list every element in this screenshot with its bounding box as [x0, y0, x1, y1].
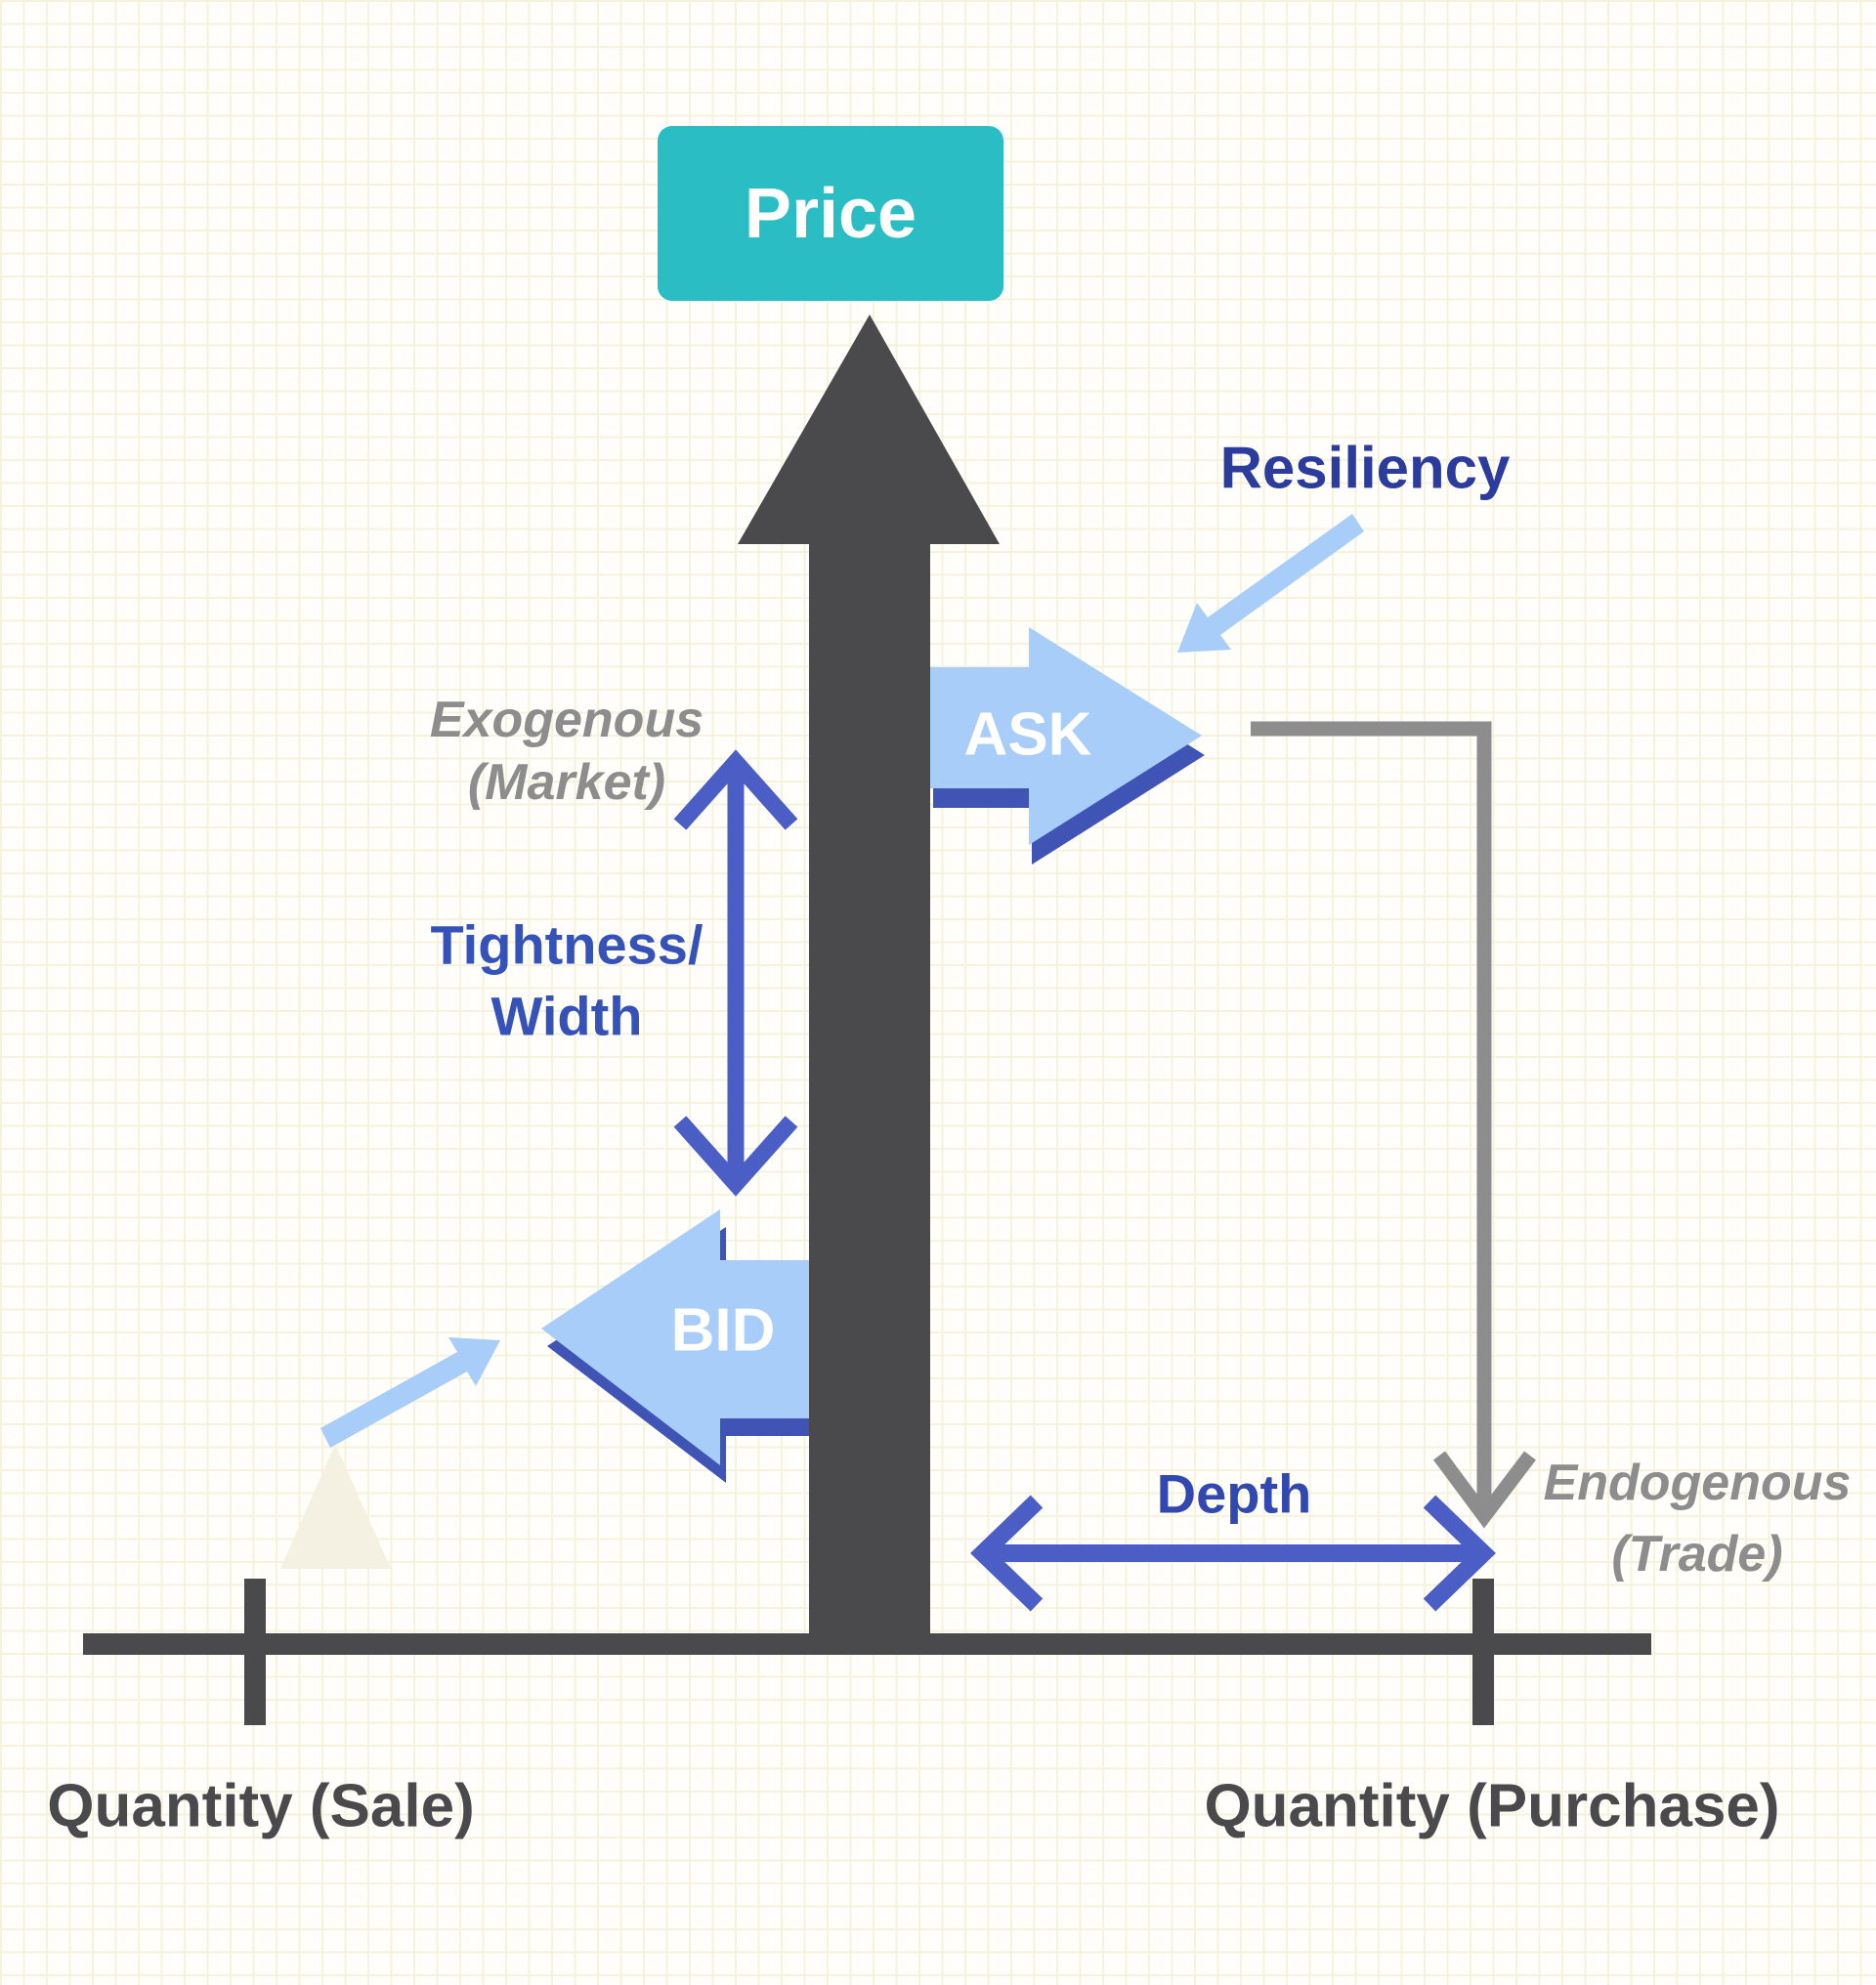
- depth-double-arrow-icon: [970, 1495, 1496, 1612]
- quantity-purchase-tick: [1472, 1579, 1494, 1725]
- price-label: Price: [745, 175, 917, 253]
- endogenous-label-line1: Endogenous: [1544, 1455, 1852, 1511]
- resiliency-label: Resiliency: [1220, 436, 1511, 501]
- tightness-double-arrow-icon: [673, 749, 798, 1197]
- bid-pointer-arrow-icon: [320, 1337, 500, 1448]
- bid-arrow: [541, 1209, 870, 1465]
- quantity-purchase-label: Quantity (Purchase): [1204, 1773, 1779, 1840]
- endogenous-bracket-arrow-icon: [1251, 721, 1536, 1529]
- ask-arrow: [930, 627, 1202, 845]
- quantity-axis-line: [83, 1633, 1651, 1655]
- ghost-triangle: [280, 1444, 391, 1569]
- depth-label: Depth: [1157, 1463, 1312, 1525]
- price-box: [658, 126, 1003, 301]
- exogenous-label-line2: (Market): [468, 754, 665, 811]
- bid-label: BID: [671, 1297, 776, 1365]
- tightness-label-line1: Tightness/: [430, 914, 703, 976]
- quantity-sale-label: Quantity (Sale): [47, 1773, 475, 1840]
- endogenous-label-line2: (Trade): [1611, 1526, 1782, 1583]
- resiliency-arrow-icon: [1177, 514, 1364, 653]
- ask-label: ASK: [964, 701, 1092, 769]
- tightness-label-line2: Width: [491, 986, 643, 1047]
- quantity-sale-tick: [244, 1579, 266, 1725]
- exogenous-label-line1: Exogenous: [430, 692, 704, 748]
- price-axis-arrow: [738, 315, 1000, 1655]
